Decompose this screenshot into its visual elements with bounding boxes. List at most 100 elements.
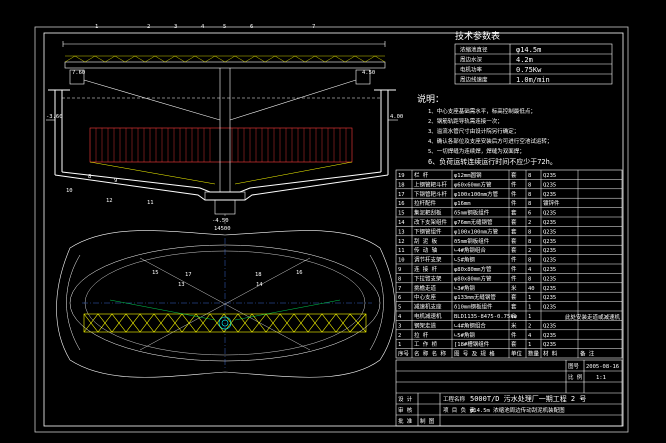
bom-cell-no: 10 (398, 258, 405, 264)
bom-cell-qty: 件 (511, 180, 517, 188)
plan-view (56, 230, 396, 378)
bom-cell-name: 传 动 轴 (414, 246, 438, 254)
bom-cell-q: 8 (528, 239, 531, 245)
bom-cell-mat: Q235 (543, 239, 556, 245)
bom-header-spec: 图 号 及 规 格 (454, 350, 495, 358)
spec-label-3: 周边线速度 (460, 76, 488, 84)
bom-cell-q: 1 (528, 305, 531, 311)
bom-cell-q: 4 (528, 267, 532, 273)
title-block-draft: 制 图 (420, 417, 435, 425)
title-block-scale: 1:1 (596, 375, 606, 381)
note-3: 3、溢流水管尺寸由设计院另行确定； (428, 127, 519, 135)
notes-title: 说明： (417, 93, 444, 105)
bom-cell-spec: [18#槽钢组件 (454, 340, 490, 348)
title-block (395, 359, 623, 427)
bom-cell-no: 1 (398, 342, 401, 348)
spec-value-0: φ14.5m (516, 46, 541, 54)
bom-cell-name: 下钢管组件 (414, 227, 442, 235)
bom-cell-qty: 套 (511, 303, 517, 311)
callout-7: 7 (312, 24, 315, 30)
bom-header-q: 数量 (528, 350, 540, 358)
note-1: 1、中心支座基础需水平，标高控制最低点； (428, 107, 536, 115)
bom-cell-name: 连 接 杆 (414, 265, 438, 273)
bom-cell-name: 电机减速机 (414, 312, 442, 320)
bom-cell-name: 下钢管耙斗杆 (414, 190, 448, 198)
bom-cell-spec: φ12mm圆钢 (454, 171, 482, 179)
bom-cell-mat: Q235 (543, 305, 556, 311)
bom-cell-qty: 套 (511, 237, 517, 245)
plan-scrapers (109, 299, 341, 321)
bom-cell-q: 8 (528, 182, 531, 188)
callout-4: 4 (201, 24, 205, 30)
bom-cell-qty: 台 (511, 312, 517, 320)
bom-cell-mat: 镀锌件 (543, 199, 560, 207)
title-block-project-label: 工程名称 (443, 395, 466, 403)
title-block-project: 5000T/D 污水处理厂一期工程 2 号 (470, 394, 586, 403)
bom-cell-mat: Q235 (543, 211, 556, 217)
bom-cell-mat: Q235 (543, 220, 556, 226)
bom-cell-spec: φ16mm (454, 201, 471, 207)
bom-cell-no: 13 (398, 229, 405, 235)
callout-9: 9 (114, 178, 117, 184)
label-right-top-dim: 4.50 (362, 70, 375, 76)
note-4: 4、确认各部位及支座安装后方可进行空池试运转； (428, 137, 552, 145)
bom-cell-mat: Q235 (543, 295, 556, 301)
title-block-title-label: 项 目 负 责 (443, 406, 475, 414)
label-center-dim: 14500 (214, 226, 231, 232)
drawing-inner-frame (43, 32, 624, 427)
title-block-approve: 批 准 (398, 417, 413, 425)
callout-18: 18 (255, 272, 262, 278)
right-side-note: 此处安装走道或减速机 (565, 313, 621, 321)
bom-cell-name: 减速机支座 (414, 303, 442, 311)
bom-cell-no: 2 (398, 333, 401, 339)
bom-cell-name: 挑檐走道 (414, 284, 437, 292)
label-left-top-dim: 7.60 (72, 70, 85, 76)
bom-cell-name: 调节杆支架 (414, 256, 442, 264)
bom-cell-q: 40 (528, 286, 535, 292)
spec-table-title: 技术参数表 (455, 30, 500, 42)
bom-cell-mat: Q235 (543, 182, 556, 188)
bom-cell-no: 19 (398, 173, 405, 179)
bom-cell-qty: 件 (511, 265, 517, 273)
bom-cell-q: 1 (528, 314, 531, 320)
label-center-level: -4.50 (212, 218, 229, 224)
callout-10: 10 (66, 188, 73, 194)
bom-cell-q: 4 (528, 333, 532, 339)
callout-15: 15 (152, 270, 159, 276)
spec-table (454, 43, 613, 85)
bom-cell-qty: 米 (511, 284, 517, 292)
bom-cell-spec: ∟5#角钢 (454, 331, 475, 339)
bom-cell-no: 5 (398, 305, 401, 311)
bom-cell-qty: 套 (511, 209, 517, 217)
bom-cell-mat: Q235 (543, 267, 556, 273)
bom-cell-spec: φ76mm无缝钢管 (454, 218, 493, 226)
bom-cell-spec: φ100x100mm方管 (454, 227, 499, 235)
note-2: 2、钢筋轨距导轨需连接一次； (428, 117, 503, 125)
bom-cell-q: 2 (528, 323, 531, 329)
plan-truss-bridge (83, 313, 367, 333)
title-block-title: φ14.5m 浓缩池周边传动刮泥机装配图 (470, 406, 565, 414)
bom-cell-no: 12 (398, 239, 405, 245)
spec-value-2: 0.75Kw (516, 66, 542, 74)
bom-cell-spec: ∟5#角钢 (454, 256, 475, 264)
drawing-outer-frame (34, 26, 629, 433)
title-block-check: 审 核 (398, 406, 413, 414)
bom-cell-name: 刮 泥 板 (414, 237, 438, 245)
bom-cell-q: 8 (528, 258, 531, 264)
bom-cell-no: 16 (398, 201, 405, 207)
bom-cell-no: 15 (398, 211, 405, 217)
bom-cell-no: 8 (398, 276, 401, 282)
bom-cell-spec: δ5mm钢板组件 (454, 237, 490, 245)
bom-cell-qty: 套 (511, 293, 517, 301)
bom-cell-q: 8 (528, 173, 531, 179)
callout-5: 5 (223, 24, 226, 30)
bom-cell-qty: 米 (511, 321, 517, 329)
callout-11: 11 (147, 200, 154, 206)
bom-cell-spec: φ80x80mm方管 (454, 265, 492, 273)
bom-cell-no: 6 (398, 295, 401, 301)
callout-2: 2 (147, 24, 150, 30)
bom-cell-no: 3 (398, 323, 401, 329)
bom-cell-qty: 套 (511, 340, 517, 348)
bom-cell-name: 钢架走道 (414, 321, 437, 329)
